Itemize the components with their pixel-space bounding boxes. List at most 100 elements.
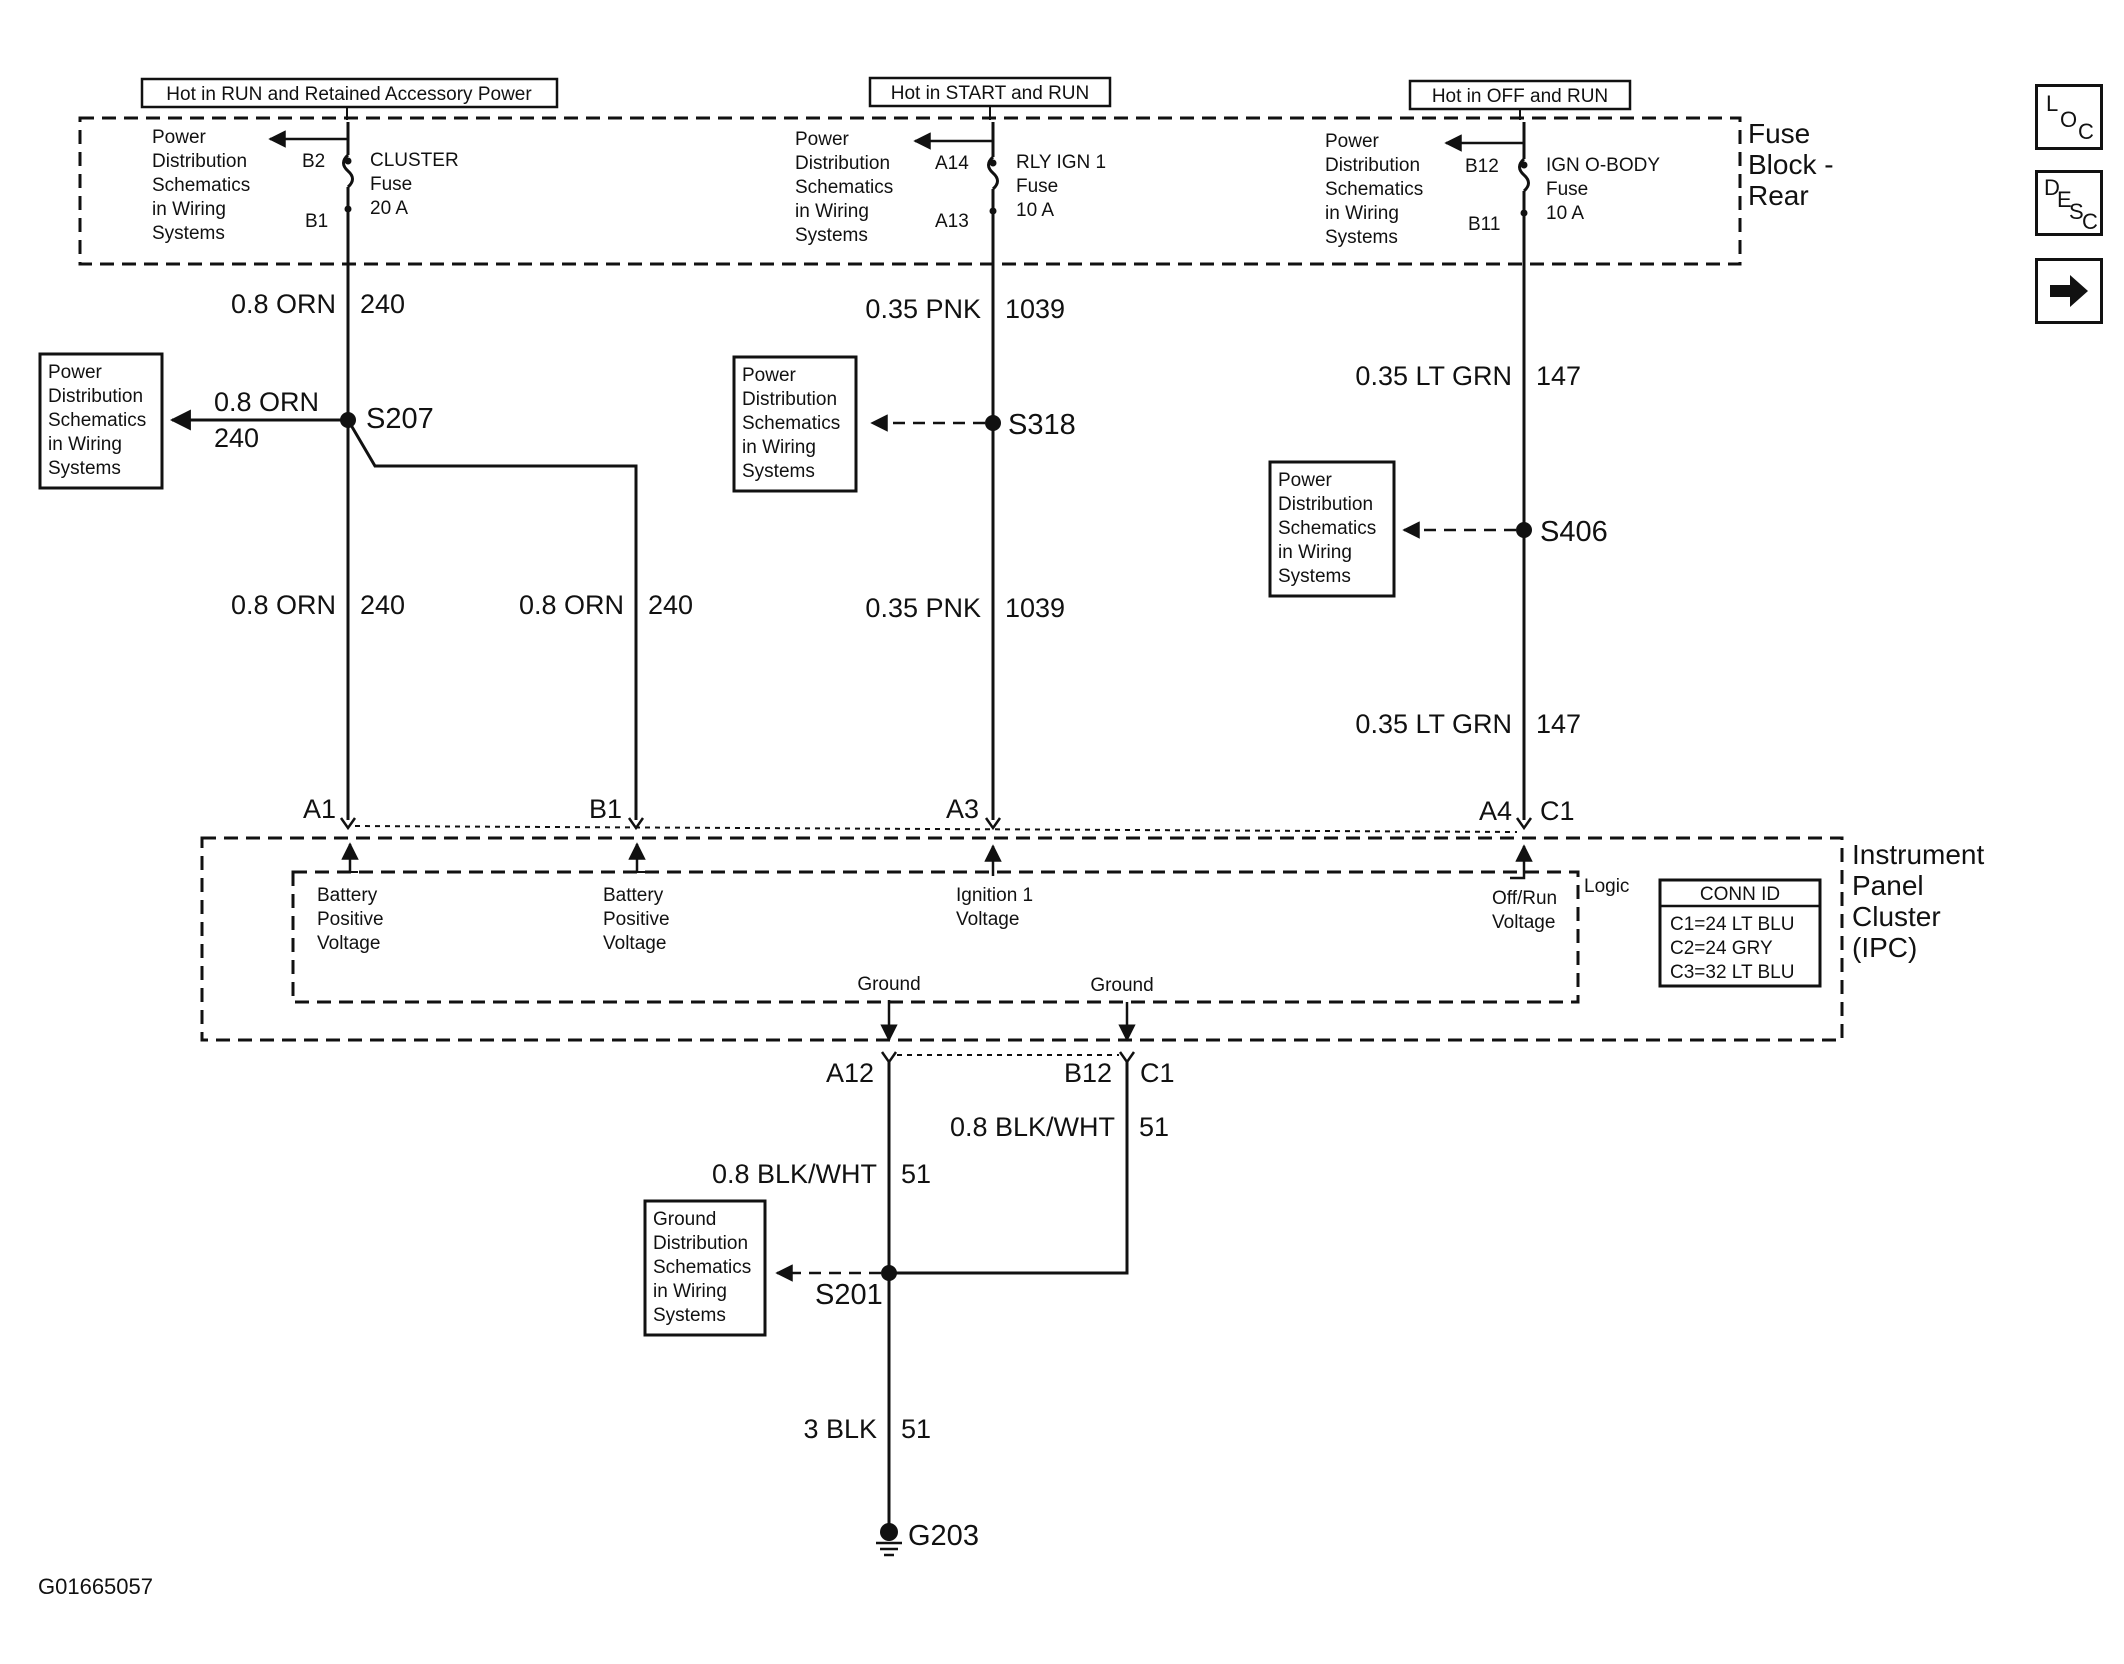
svg-text:20 A: 20 A: [370, 198, 408, 219]
svg-text:Positive: Positive: [603, 909, 670, 930]
svg-text:0.35 LT GRN: 0.35 LT GRN: [1355, 709, 1512, 739]
svg-text:1039: 1039: [1005, 294, 1065, 324]
ipc-logic-outline: [291, 870, 1580, 1004]
wire-label-240-top: 0.8 ORN 240: [231, 289, 405, 319]
connector-a1: A1: [303, 794, 336, 824]
header-start-run: Hot in START and RUN: [868, 76, 1112, 120]
svg-text:0.35 LT GRN: 0.35 LT GRN: [1355, 361, 1512, 391]
svg-text:Ground: Ground: [653, 1209, 716, 1230]
svg-text:Voltage: Voltage: [317, 933, 380, 954]
connector-b12: B12: [1064, 1058, 1112, 1088]
circuit-1039: [870, 264, 1001, 820]
svg-text:Systems: Systems: [48, 458, 121, 479]
svg-text:240: 240: [214, 423, 259, 453]
svg-text:Distribution: Distribution: [152, 151, 247, 172]
svg-text:in Wiring: in Wiring: [48, 434, 122, 455]
wire-label-1039-top: 0.35 PNK 1039: [865, 294, 1065, 324]
svg-text:B1: B1: [305, 211, 328, 232]
svg-text:in Wiring: in Wiring: [795, 201, 869, 222]
svg-text:C3=32 LT BLU: C3=32 LT BLU: [1670, 962, 1794, 983]
svg-text:Ground: Ground: [857, 974, 920, 995]
svg-text:Systems: Systems: [1278, 566, 1351, 587]
svg-text:Schematics: Schematics: [1325, 179, 1423, 200]
svg-text:Instrument: Instrument: [1852, 839, 1984, 870]
svg-text:Schematics: Schematics: [1278, 518, 1376, 539]
loc-button[interactable]: L O C: [2035, 84, 2103, 150]
fuse-block-label: Fuse Block - Rear: [1748, 118, 1834, 211]
arrow-right-icon: [2050, 275, 2088, 307]
splice-s318: S318: [1008, 409, 1076, 441]
figure-id: G01665057: [38, 1574, 153, 1599]
ipc-label: Instrument Panel Cluster (IPC): [1852, 839, 1984, 963]
loc-o: O: [2060, 107, 2078, 132]
pd-ref-fuse-rly: Power Distribution Schematics in Wiring …: [795, 129, 893, 246]
svg-text:Block -: Block -: [1748, 149, 1834, 180]
svg-text:in Wiring: in Wiring: [742, 437, 816, 458]
fuse-ign-o-body: B12 B11 IGN O-BODY Fuse 10 A: [1444, 122, 1660, 264]
connector-a4: A4: [1479, 796, 1512, 826]
svg-text:147: 147: [1536, 361, 1581, 391]
svg-text:B12: B12: [1465, 156, 1499, 177]
svg-text:0.8 BLK/WHT: 0.8 BLK/WHT: [712, 1159, 877, 1189]
svg-text:Voltage: Voltage: [956, 909, 1019, 930]
wire-label-240-b1: 0.8 ORN 240: [519, 590, 693, 620]
gd-ref-box-s201: Ground Distribution Schematics in Wiring…: [643, 1199, 767, 1337]
svg-text:Power: Power: [795, 129, 850, 150]
svg-text:Schematics: Schematics: [653, 1257, 751, 1278]
ground-symbol: [876, 1523, 902, 1557]
svg-text:240: 240: [360, 289, 405, 319]
svg-text:Systems: Systems: [653, 1305, 726, 1326]
svg-text:in Wiring: in Wiring: [1278, 542, 1352, 563]
svg-text:Distribution: Distribution: [742, 389, 837, 410]
pd-ref-box-s318: Power Distribution Schematics in Wiring …: [732, 355, 858, 493]
svg-text:Distribution: Distribution: [1325, 155, 1420, 176]
svg-text:Voltage: Voltage: [1492, 912, 1555, 933]
svg-text:Hot in RUN and Retained Access: Hot in RUN and Retained Accessory Power: [166, 84, 532, 105]
header-off-run: Hot in OFF and RUN: [1408, 79, 1632, 120]
svg-text:Distribution: Distribution: [653, 1233, 748, 1254]
wire-label-51-blk: 3 BLK 51: [803, 1414, 931, 1444]
header-run-accessory: Hot in RUN and Retained Accessory Power: [140, 77, 559, 120]
svg-text:Off/Run: Off/Run: [1492, 888, 1557, 909]
next-button[interactable]: [2035, 258, 2103, 324]
connector-a3: A3: [946, 794, 979, 824]
wire-label-1039-a3: 0.35 PNK 1039: [865, 593, 1065, 623]
svg-text:0.8 ORN: 0.8 ORN: [519, 590, 624, 620]
svg-text:Power: Power: [1278, 470, 1333, 491]
svg-text:Distribution: Distribution: [1278, 494, 1373, 515]
pd-ref-box-s406: Power Distribution Schematics in Wiring …: [1268, 460, 1396, 598]
svg-text:147: 147: [1536, 709, 1581, 739]
connector-b1: B1: [589, 794, 622, 824]
svg-text:0.8 ORN: 0.8 ORN: [231, 590, 336, 620]
ipc-logic-label: Logic: [1584, 876, 1629, 897]
svg-text:3 BLK: 3 BLK: [803, 1414, 877, 1444]
svg-text:in Wiring: in Wiring: [152, 199, 226, 220]
svg-text:0.35 PNK: 0.35 PNK: [865, 593, 981, 623]
circuit-147: [1402, 264, 1532, 820]
desc-c: C: [2082, 209, 2098, 234]
connector-a12: A12: [826, 1058, 874, 1088]
ipc-input-offrun: Off/Run Voltage: [1492, 844, 1557, 933]
svg-text:Power: Power: [1325, 131, 1380, 152]
svg-text:Positive: Positive: [317, 909, 384, 930]
conn-id-box: CONN ID C1=24 LT BLU C2=24 GRY C3=32 LT …: [1658, 878, 1822, 988]
wire-label-51-right: 0.8 BLK/WHT 51: [950, 1112, 1169, 1142]
svg-text:0.8 BLK/WHT: 0.8 BLK/WHT: [950, 1112, 1115, 1142]
ipc-input-battery-2: Battery Positive Voltage: [603, 842, 670, 954]
ground-g203-label: G203: [908, 1520, 979, 1552]
wire-label-51-left: 0.8 BLK/WHT 51: [712, 1159, 931, 1189]
svg-text:Distribution: Distribution: [48, 386, 143, 407]
svg-text:51: 51: [901, 1414, 931, 1444]
svg-text:Voltage: Voltage: [603, 933, 666, 954]
svg-text:Fuse: Fuse: [1016, 176, 1058, 197]
pd-ref-fuse-ign: Power Distribution Schematics in Wiring …: [1325, 131, 1423, 248]
svg-text:Power: Power: [48, 362, 103, 383]
svg-text:Rear: Rear: [1748, 180, 1809, 211]
svg-text:10 A: 10 A: [1546, 203, 1584, 224]
svg-text:Battery: Battery: [603, 885, 664, 906]
desc-button[interactable]: D E S C: [2035, 170, 2103, 236]
svg-text:B11: B11: [1468, 214, 1500, 235]
svg-text:C2=24 GRY: C2=24 GRY: [1670, 938, 1773, 959]
desc-e: E: [2057, 187, 2072, 212]
